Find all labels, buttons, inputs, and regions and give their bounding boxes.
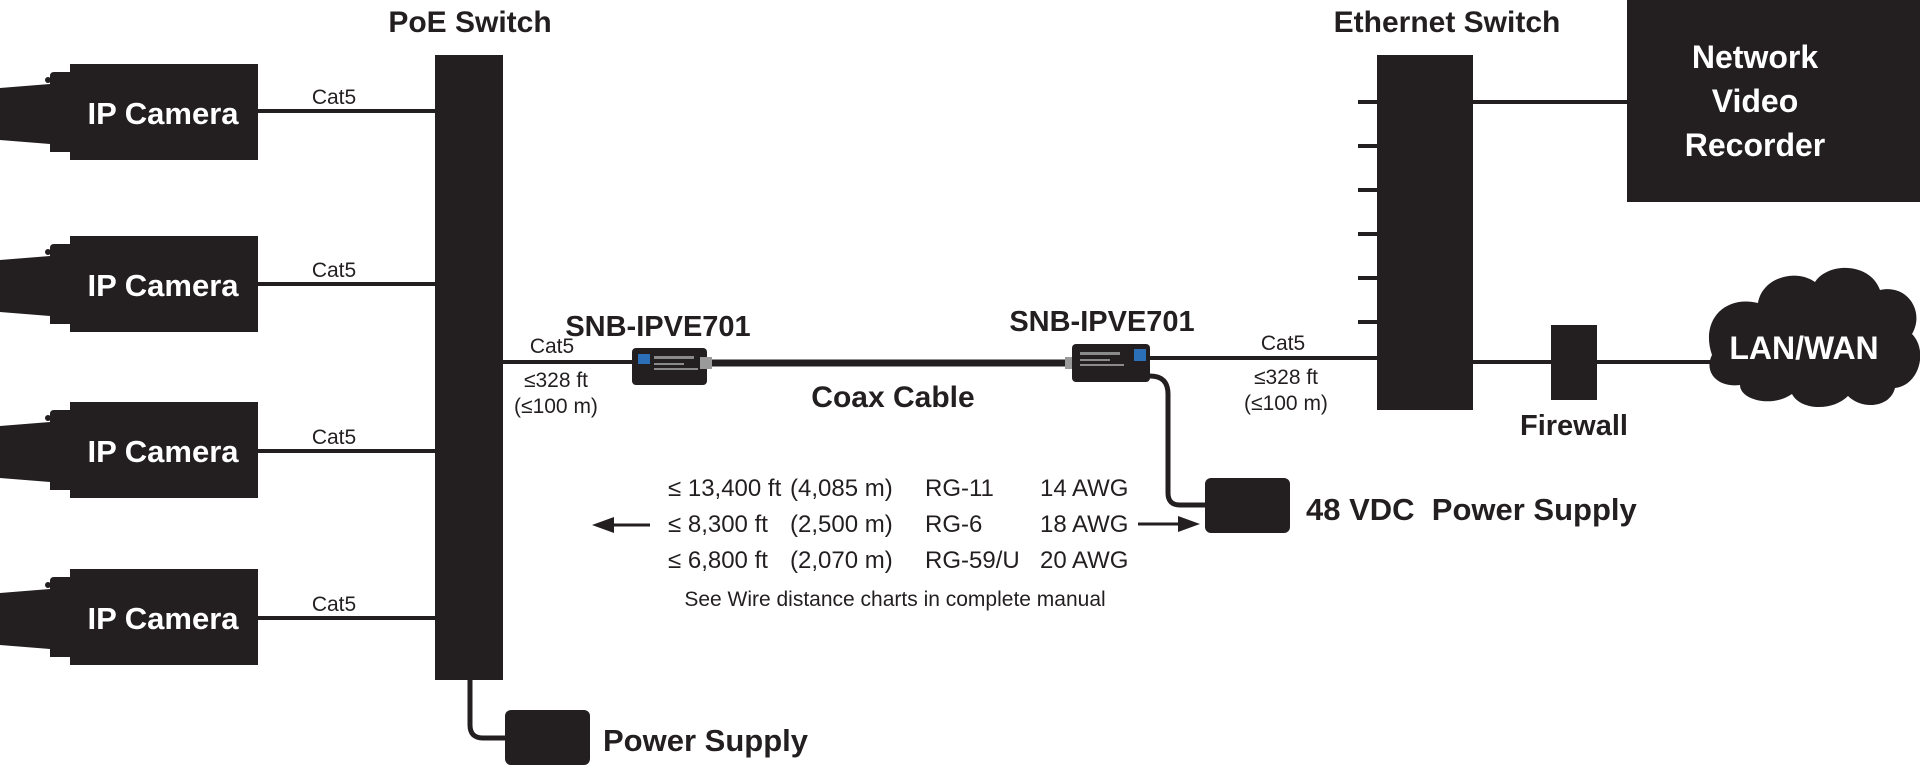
ip-camera-icon: [0, 402, 258, 498]
ip-camera-icon: [0, 569, 258, 665]
right-distance-m: (≤100 m): [1244, 392, 1328, 415]
svg-text:≤ 13,400 ft: ≤ 13,400 ft: [668, 475, 782, 502]
network-video-recorder: [1627, 0, 1920, 202]
nvr-label-line-2: Video: [1712, 83, 1799, 119]
svg-text:≤ 6,800 ft: ≤ 6,800 ft: [668, 547, 768, 574]
camera-label: IP Camera: [87, 96, 239, 131]
cable-label: Cat5: [312, 426, 356, 449]
ethernet-switch-title: Ethernet Switch: [1334, 6, 1561, 39]
camera-label: IP Camera: [87, 601, 239, 636]
svg-text:RG-6: RG-6: [925, 511, 982, 538]
left-distance-m: (≤100 m): [514, 395, 598, 418]
svg-text:(4,085 m): (4,085 m): [790, 475, 893, 502]
poe-switch: [435, 55, 503, 680]
svg-text:≤ 8,300 ft: ≤ 8,300 ft: [668, 511, 768, 538]
ip-camera-icon: [0, 64, 258, 160]
nvr-label-line-1: Network: [1692, 39, 1818, 75]
svg-text:(2,070 m): (2,070 m): [790, 547, 893, 574]
poe-switch-title: PoE Switch: [388, 6, 551, 39]
cable-label: Cat5: [312, 593, 356, 616]
transceiver-right-label: SNB-IPVE701: [1009, 306, 1194, 338]
distance-row: ≤ 13,400 ft (4,085 m) RG-11 14 AWG: [668, 475, 1128, 502]
power-supply-label: Power Supply: [603, 723, 809, 758]
transceiver-left-label: SNB-IPVE701: [565, 311, 750, 343]
camera-2: IP Camera Cat5: [0, 236, 435, 332]
left-distance-ft: ≤328 ft: [524, 369, 588, 392]
transceiver-right: [1065, 344, 1150, 382]
right-cable-label: Cat5: [1261, 332, 1305, 355]
right-distance-ft: ≤328 ft: [1254, 366, 1318, 389]
switch-ports: [1358, 100, 1377, 324]
camera-label: IP Camera: [87, 268, 239, 303]
camera-1: IP Camera Cat5: [0, 64, 435, 160]
distance-row: ≤ 6,800 ft (2,070 m) RG-59/U 20 AWG: [668, 547, 1128, 574]
cable-label: Cat5: [312, 259, 356, 282]
right-arrow-icon: [1138, 516, 1200, 532]
svg-text:14 AWG: 14 AWG: [1040, 475, 1128, 502]
svg-text:(2,500 m): (2,500 m): [790, 511, 893, 538]
distance-note: See Wire distance charts in complete man…: [684, 588, 1105, 611]
camera-4: IP Camera Cat5: [0, 569, 435, 665]
coax-cable-label: Coax Cable: [811, 381, 974, 414]
cloud-icon: [1708, 268, 1920, 408]
ip-camera-icon: [0, 236, 258, 332]
svg-text:RG-11: RG-11: [925, 475, 994, 502]
left-cable-label: Cat5: [530, 335, 574, 358]
svg-text:20 AWG: 20 AWG: [1040, 547, 1128, 574]
svg-text:18 AWG: 18 AWG: [1040, 511, 1128, 538]
lan-wan-label: LAN/WAN: [1729, 330, 1878, 366]
dc-power-supply: [1205, 478, 1290, 533]
cable-label: Cat5: [312, 86, 356, 109]
distance-table: ≤ 13,400 ft (4,085 m) RG-11 14 AWG ≤ 8,3…: [668, 475, 1128, 611]
firewall-label: Firewall: [1520, 410, 1628, 442]
camera-label: IP Camera: [87, 434, 239, 469]
distance-row: ≤ 8,300 ft (2,500 m) RG-6 18 AWG: [668, 511, 1128, 538]
ethernet-switch: [1377, 55, 1473, 410]
nvr-label-line-3: Recorder: [1685, 127, 1826, 163]
transceiver-left: [632, 348, 712, 385]
poe-power-cable: [467, 680, 508, 741]
dc-power-cable: [1149, 373, 1208, 508]
left-arrow-icon: [592, 517, 650, 533]
camera-3: IP Camera Cat5: [0, 402, 435, 498]
dc-power-supply-label: 48 VDC Power Supply: [1306, 492, 1638, 527]
poe-power-supply: [505, 710, 590, 765]
svg-text:RG-59/U: RG-59/U: [925, 547, 1020, 574]
firewall: [1551, 325, 1597, 400]
